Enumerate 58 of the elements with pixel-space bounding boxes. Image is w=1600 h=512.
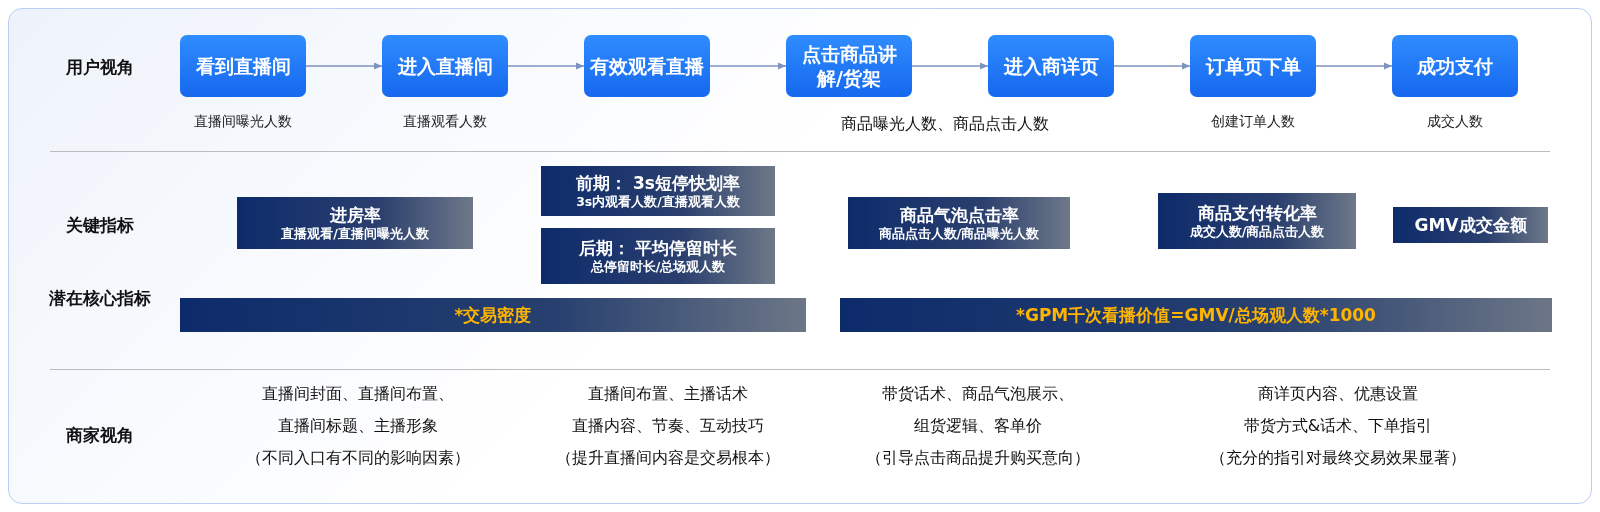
row-heading: 关键指标 — [65, 214, 135, 236]
formula-text: 成交人数/商品点击人数 — [1189, 223, 1325, 240]
metric-band — [840, 298, 1552, 332]
factor-text: 组货逻辑、客单价 — [914, 416, 1042, 437]
row-heading: 用户视角 — [65, 56, 135, 78]
box-title: *交易密度 — [454, 303, 532, 327]
step-box — [988, 35, 1114, 97]
row-heading: 潜在核心指标 — [48, 287, 152, 309]
box-title: 前期： 3s短停快划率 — [576, 172, 740, 194]
box-title: 看到直播间 — [194, 54, 292, 78]
box-title: GMV成交金额 — [1414, 214, 1527, 236]
factor-text: 直播间布置、主播话术 — [588, 384, 748, 405]
box-title: 商品支付转化率 — [1197, 202, 1317, 224]
box-title: 进房率 — [329, 204, 381, 226]
factor-text: 直播间封面、直播间布置、 — [262, 384, 454, 405]
box-title: 后期： 平均停留时长 — [578, 237, 738, 259]
step-box — [584, 35, 710, 97]
arrow — [1113, 62, 1191, 70]
box-title: 进入直播间 — [396, 54, 494, 78]
metric-box — [541, 228, 775, 284]
row-heading: 商家视角 — [65, 424, 135, 446]
formula-text: 直播观看/直播间曝光人数 — [281, 225, 429, 242]
factor-text: 带货话术、商品气泡展示、 — [882, 384, 1074, 405]
factor-text: 直播内容、节奏、互动技巧 — [572, 416, 764, 437]
step-box — [786, 35, 912, 97]
count-text: 直播间曝光人数 — [193, 113, 293, 131]
metric-box — [1158, 193, 1356, 249]
metric-box — [541, 166, 775, 216]
arrow — [911, 62, 989, 70]
box-title: 进入商详页 — [1002, 54, 1100, 78]
metric-box — [1393, 207, 1548, 243]
count-text: 成交人数 — [1426, 113, 1484, 131]
factor-text: （提升直播间内容是交易根本） — [556, 448, 780, 469]
metric-box — [237, 197, 473, 249]
metric-band — [180, 298, 806, 332]
formula-text: 3s内观看人数/直播观看人数 — [576, 193, 740, 210]
box-title: 成功支付 — [1416, 54, 1494, 78]
box-title: 商品气泡点击率 — [899, 204, 1019, 226]
factor-text: 直播间标题、主播形象 — [278, 416, 438, 437]
count-text: 创建订单人数 — [1210, 113, 1296, 131]
box-title: 有效观看直播 — [589, 54, 705, 78]
count-text: 商品曝光人数、商品点击人数 — [841, 114, 1049, 135]
count-text: 直播观看人数 — [402, 113, 488, 131]
factor-text: 带货方式&话术、下单指引 — [1243, 416, 1433, 437]
box-title: *GPM千次看播价值=GMV/总场观人数*1000 — [1016, 303, 1376, 327]
arrow — [507, 62, 585, 70]
box-title: 点击商品讲解/货架 — [800, 42, 898, 90]
arrow — [305, 62, 383, 70]
metric-box — [848, 197, 1070, 249]
factor-text: （引导点击商品提升购买意向） — [866, 448, 1090, 469]
formula-text: 总停留时长/总场观人数 — [590, 258, 726, 275]
factor-text: 商详页内容、优惠设置 — [1258, 384, 1418, 405]
box-title: 订单页下单 — [1204, 54, 1302, 78]
factor-text: （充分的指引对最终交易效果显著） — [1210, 448, 1466, 469]
arrow — [709, 62, 787, 70]
arrow — [1315, 62, 1393, 70]
factor-text: （不同入口有不同的影响因素） — [246, 448, 470, 469]
formula-text: 商品点击人数/商品曝光人数 — [878, 225, 1040, 242]
